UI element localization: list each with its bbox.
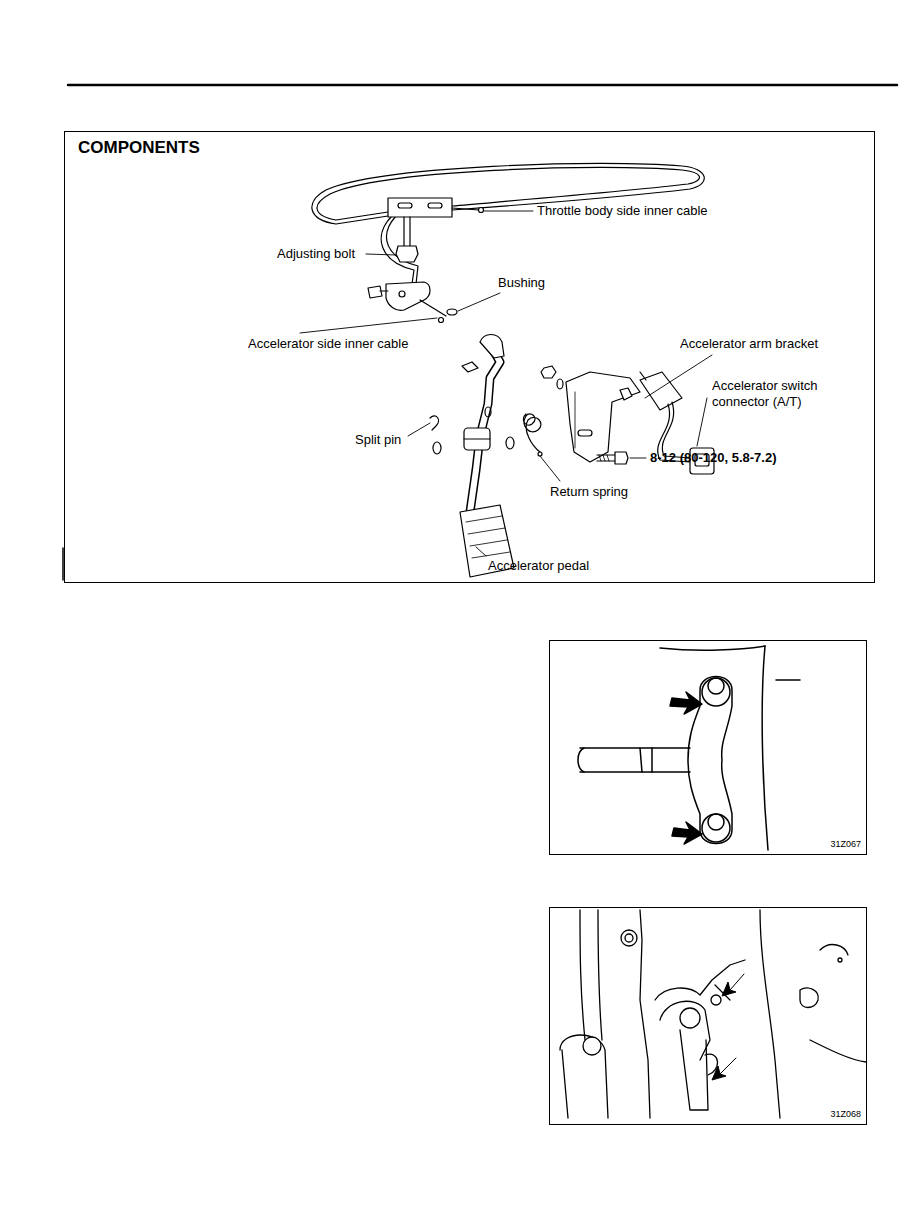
part-label: Bushing [498,275,545,291]
part-label: Accelerator side inner cable [248,336,408,352]
part-label: Return spring [550,484,628,500]
accelerator-pedal-drawing [430,335,563,578]
part-label: Accelerator arm bracket [680,336,818,352]
part-label: Split pin [355,432,401,448]
figure-number: 31Z067 [830,839,861,850]
figure-two-drawing [560,910,866,1118]
figure-number: 31Z068 [830,1109,861,1120]
page-rule [68,84,897,87]
components-frame: COMPONENTS [64,131,875,583]
figure-one-drawing [578,646,800,850]
part-label: Accelerator pedal [488,558,589,574]
leader-lines [300,211,712,556]
frame-heading: COMPONENTS [78,138,200,158]
cable-assembly [312,163,704,322]
figure-frame: 31Z067 [549,640,867,855]
part-label: Accelerator switch connector (A/T) [712,378,837,410]
figure-frame: 31Z068 [549,907,867,1125]
torque-spec: 8-12 (80-120, 5.8-7.2) [650,450,776,466]
part-label: Adjusting bolt [277,246,355,262]
part-label: Throttle body side inner cable [537,203,708,219]
